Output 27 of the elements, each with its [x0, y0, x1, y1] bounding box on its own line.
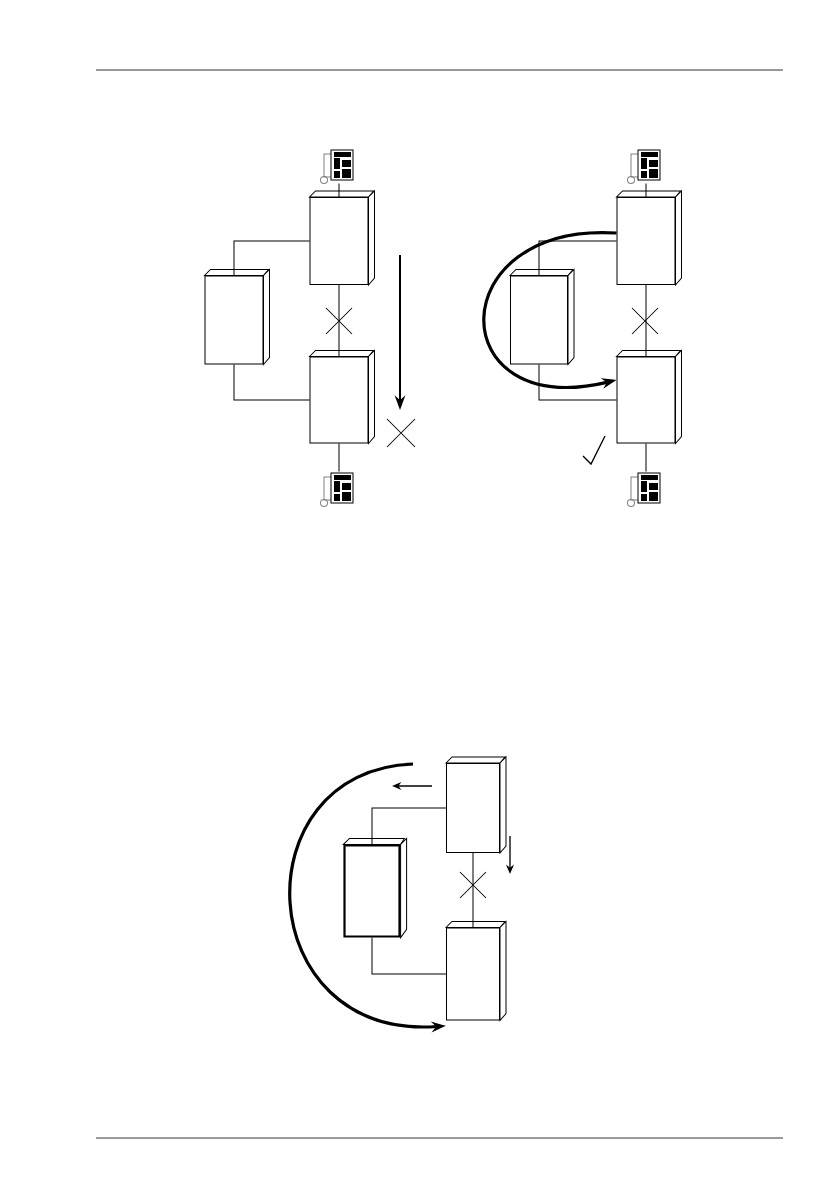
telephone-drawing — [627, 472, 661, 507]
connection-line — [645, 443, 647, 472]
cabinet-box — [509, 269, 575, 365]
cabinet-box — [204, 269, 270, 365]
connection-line — [645, 183, 647, 198]
connection-line — [233, 364, 310, 401]
connection-line — [371, 807, 447, 845]
connection-line — [538, 364, 617, 401]
cabinet-box — [342, 837, 408, 939]
cabinet-box — [445, 756, 507, 854]
curved-arrow — [482, 231, 617, 389]
telephone-drawing — [627, 149, 661, 184]
connection-line — [233, 240, 310, 276]
connection-line — [371, 937, 447, 975]
telephone-drawing — [320, 149, 354, 184]
cabinet-box — [309, 190, 375, 286]
connection-line — [338, 443, 340, 472]
telephone-drawing — [320, 472, 354, 507]
cabinet-box — [309, 350, 375, 444]
connection-line — [538, 240, 617, 276]
connection-line — [645, 284, 647, 357]
cabinet-box — [445, 921, 507, 1021]
cabinet-box — [616, 190, 682, 286]
connection-line — [472, 852, 474, 928]
cabinet-box — [616, 350, 682, 444]
connection-line — [338, 284, 340, 357]
connection-line — [338, 183, 340, 198]
